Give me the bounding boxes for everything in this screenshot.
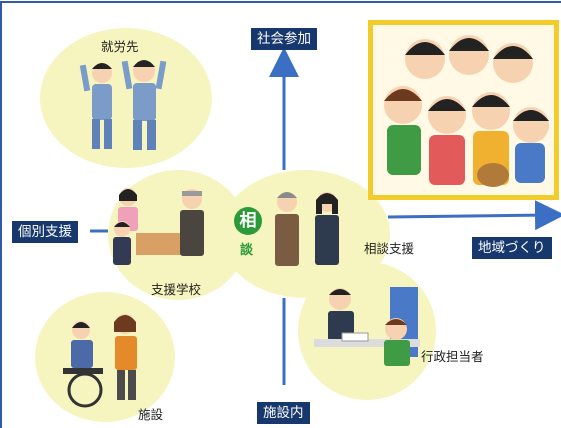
frame-border-left xyxy=(0,1,2,428)
label-community-building: 地域づくり xyxy=(472,237,552,259)
label-social-participation: 社会参加 xyxy=(251,28,317,50)
consultation-illustration xyxy=(275,192,339,266)
badge-top-char: 相 xyxy=(234,207,262,235)
label-consultation-support: 相談支援 xyxy=(364,241,415,256)
label-administrative-officer: 行政担当者 xyxy=(421,349,484,364)
school-meeting-illustration xyxy=(113,188,204,265)
badge-bottom-char: 談 xyxy=(240,243,254,258)
frame-border-top xyxy=(0,1,561,3)
label-workplace: 就労先 xyxy=(101,39,139,54)
label-support-school: 支援学校 xyxy=(151,282,202,297)
label-inside-facility: 施設内 xyxy=(257,402,310,424)
children-illustration xyxy=(384,35,549,187)
workers-illustration xyxy=(79,60,167,150)
community-photo xyxy=(368,20,559,200)
label-individual-support: 個別支援 xyxy=(12,221,78,243)
facility-illustration xyxy=(63,314,137,408)
workplace-circle xyxy=(40,28,212,168)
facility-circle xyxy=(35,292,175,422)
arrow-right-community xyxy=(387,200,561,231)
consultation-badge: 相 談 xyxy=(234,207,268,258)
label-facility: 施設 xyxy=(138,407,164,422)
admin-counter-illustration xyxy=(314,287,420,366)
